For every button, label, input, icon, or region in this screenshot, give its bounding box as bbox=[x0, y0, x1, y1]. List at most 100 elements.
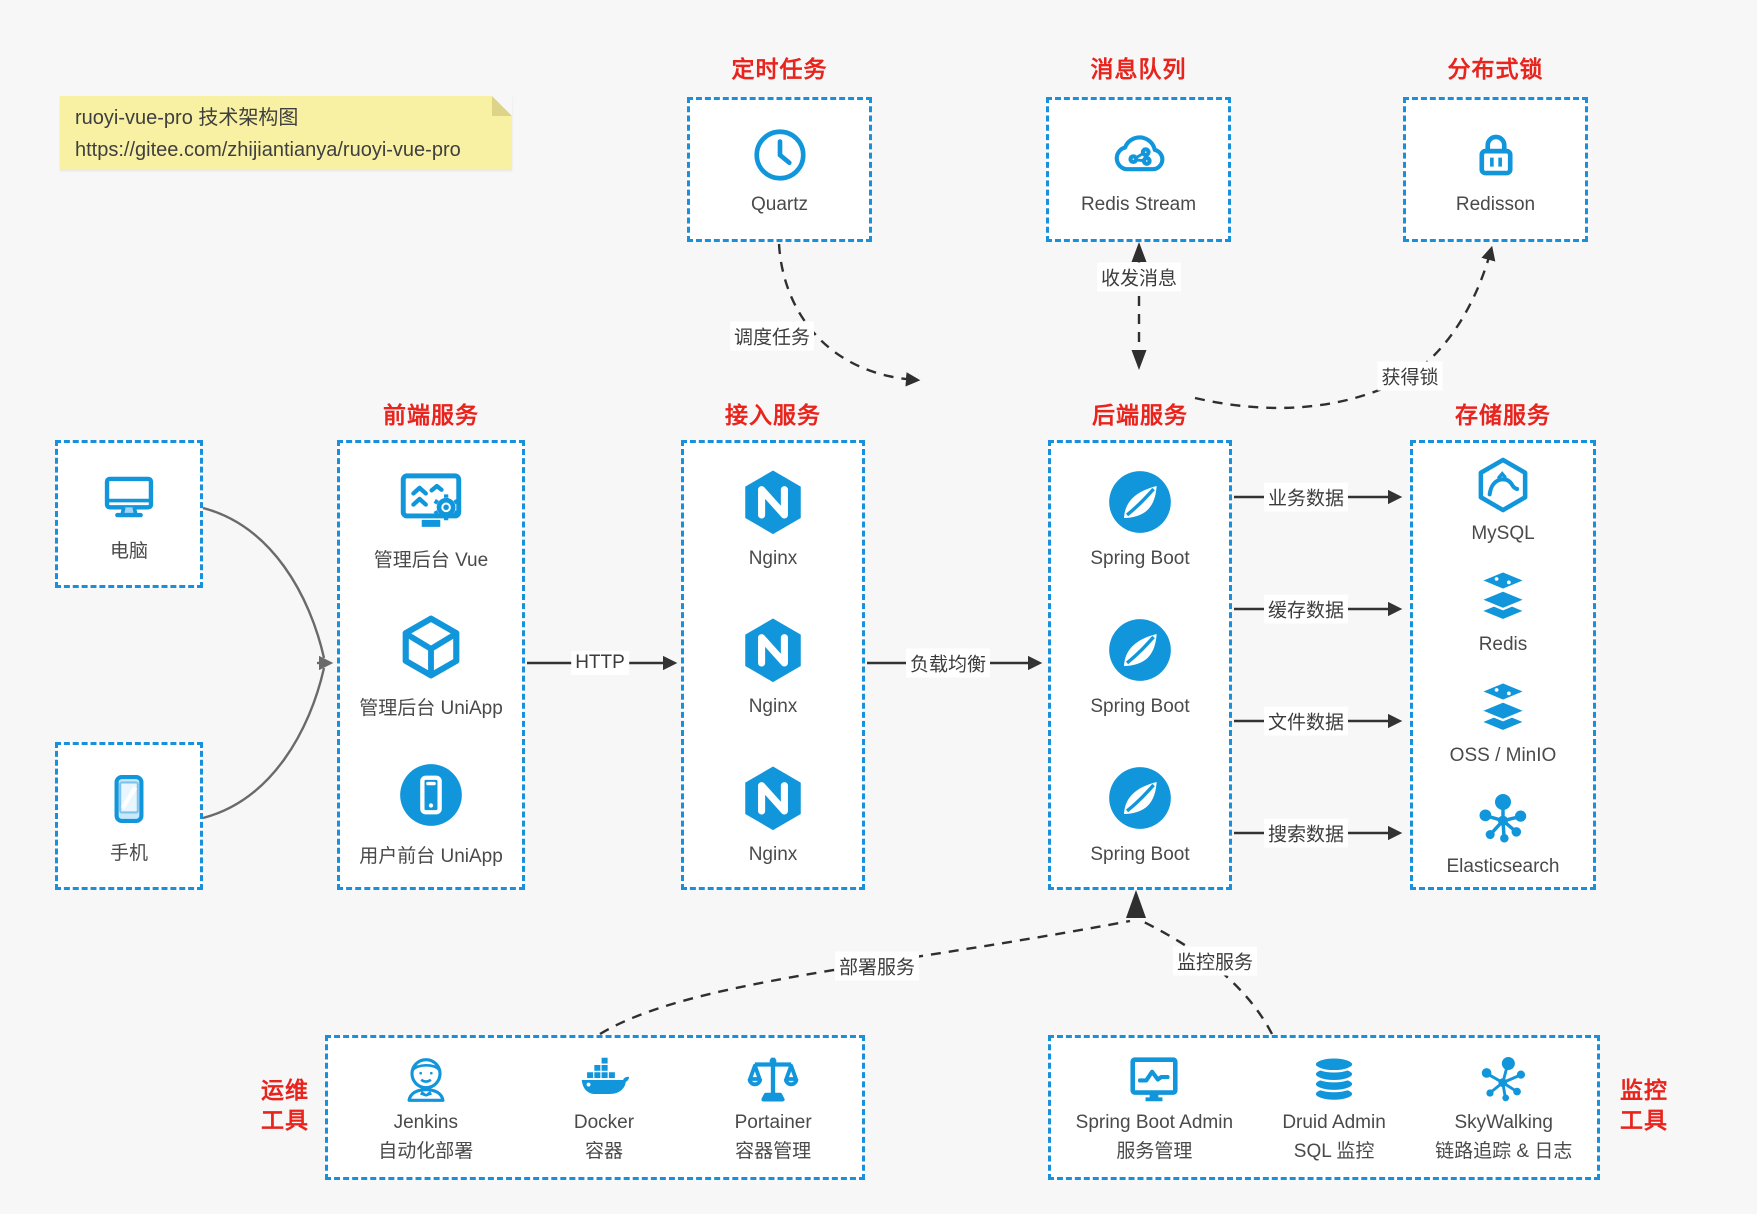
monitor-item-skywalking: SkyWalking 链路追踪 & 日志 bbox=[1435, 1050, 1572, 1164]
ops-item-portainer: Portainer 容器管理 bbox=[735, 1050, 812, 1164]
desktop-label: 电脑 bbox=[109, 540, 148, 562]
edge-file-data-label: 文件数据 bbox=[1263, 706, 1349, 736]
ops-tools-line2: 工具 bbox=[261, 1106, 309, 1133]
redisson-label: Redisson bbox=[1455, 193, 1536, 215]
title-access-services: 接入服务 bbox=[725, 402, 821, 428]
title-frontend-services: 前端服务 bbox=[383, 402, 479, 428]
mysql-label: MySQL bbox=[1471, 522, 1535, 544]
box-storage-services: MySQL Redis OSS / MinIO bbox=[1410, 440, 1596, 890]
access-item-nginx-1: Nginx bbox=[736, 465, 810, 570]
client-arrows bbox=[202, 506, 334, 820]
skywalking-icon bbox=[1481, 1057, 1525, 1102]
nginx-icon bbox=[745, 766, 801, 830]
spring-boot-admin-icon bbox=[1130, 1057, 1178, 1102]
monitor-item-sba: Spring Boot Admin 服务管理 bbox=[1076, 1050, 1233, 1164]
redis-stream-label: Redis Stream bbox=[1080, 193, 1197, 215]
box-distributed-lock: Redisson bbox=[1403, 97, 1588, 242]
spring-boot-icon bbox=[1109, 470, 1171, 533]
note-url: https://gitee.com/zhijiantianya/ruoyi-vu… bbox=[75, 139, 461, 162]
docker-icon bbox=[581, 1058, 630, 1095]
elasticsearch-icon bbox=[1479, 793, 1527, 843]
admin-vue-label: 管理后台 Vue bbox=[373, 550, 489, 571]
portainer-desc: 容器管理 bbox=[735, 1140, 812, 1162]
ops-item-docker: Docker 容器 bbox=[574, 1050, 634, 1164]
edge-message-label: 收发消息 bbox=[1096, 262, 1182, 292]
nginx-label: Nginx bbox=[748, 843, 798, 865]
edge-business-data-label: 业务数据 bbox=[1263, 482, 1349, 512]
backend-item-spring-3: Spring Boot bbox=[1090, 761, 1190, 866]
edge-cache-data-label: 缓存数据 bbox=[1263, 594, 1349, 624]
spring-boot-icon bbox=[1109, 766, 1171, 829]
frontend-item-admin-vue: 管理后台 Vue bbox=[374, 462, 488, 572]
storage-item-mysql: MySQL bbox=[1471, 453, 1535, 545]
edge-search-data-label: 搜索数据 bbox=[1263, 818, 1349, 848]
nginx-icon bbox=[745, 470, 801, 534]
mysql-icon bbox=[1478, 457, 1528, 512]
title-ops-tools: 运维 工具 bbox=[247, 1076, 323, 1136]
edge-schedule-label: 调度任务 bbox=[729, 321, 815, 351]
oss-minio-label: OSS / MinIO bbox=[1449, 744, 1557, 766]
mobile-app-icon bbox=[400, 764, 462, 826]
monitor-item-druid: Druid Admin SQL 监控 bbox=[1282, 1050, 1386, 1164]
admin-vue-icon bbox=[400, 473, 462, 527]
title-scheduled-tasks: 定时任务 bbox=[731, 56, 828, 82]
redis-label: Redis bbox=[1478, 633, 1528, 655]
user-uniapp-label: 用户前台 UniApp bbox=[359, 846, 503, 867]
backend-item-spring-1: Spring Boot bbox=[1090, 465, 1190, 570]
title-storage-services: 存储服务 bbox=[1455, 402, 1551, 428]
ops-tools-line1: 运维 bbox=[261, 1077, 309, 1103]
box-frontend-services: 管理后台 Vue 管理后台 UniApp 用户前台 UniApp bbox=[337, 440, 525, 890]
storage-item-redis: Redis bbox=[1471, 564, 1535, 656]
edge-monitor-line bbox=[1141, 919, 1274, 1035]
box-access-services: Nginx Nginx Nginx bbox=[681, 440, 865, 890]
docker-name: Docker bbox=[573, 1112, 635, 1134]
spring-boot-label: Spring Boot bbox=[1090, 547, 1190, 569]
message-down-arrowhead bbox=[1131, 350, 1147, 370]
sticky-note: ruoyi-vue-pro 技术架构图 https://gitee.com/zh… bbox=[60, 96, 512, 170]
edge-load-balance-label: 负载均衡 bbox=[905, 648, 991, 678]
docker-desc: 容器 bbox=[584, 1140, 623, 1162]
nginx-label: Nginx bbox=[748, 547, 798, 569]
edge-schedule-line bbox=[777, 243, 921, 387]
skywalking-name: SkyWalking bbox=[1454, 1112, 1553, 1134]
message-up-arrowhead bbox=[1131, 242, 1147, 262]
box-scheduled-tasks: Quartz bbox=[687, 97, 872, 242]
box-phone-client: 手机 bbox=[55, 742, 203, 890]
storage-item-elasticsearch: Elasticsearch bbox=[1447, 786, 1560, 878]
edge-lock-label: 获得锁 bbox=[1377, 361, 1443, 391]
edge-monitor-label: 监控服务 bbox=[1172, 946, 1258, 976]
frontend-item-admin-uniapp: 管理后台 UniApp bbox=[359, 610, 503, 720]
desktop-icon bbox=[104, 476, 154, 517]
sba-desc: 服务管理 bbox=[1116, 1140, 1193, 1162]
redis-icon bbox=[1477, 569, 1529, 622]
ops-item-jenkins: Jenkins 自动化部署 bbox=[378, 1050, 473, 1164]
title-distributed-lock: 分布式锁 bbox=[1447, 56, 1544, 82]
edge-lock-line bbox=[1194, 245, 1496, 410]
spring-boot-label: Spring Boot bbox=[1090, 843, 1190, 865]
box-monitor-tools: Spring Boot Admin 服务管理 Druid Admin SQL 监… bbox=[1048, 1035, 1600, 1180]
monitor-tools-line2: 工具 bbox=[1620, 1106, 1668, 1133]
box-ops-tools: Jenkins 自动化部署 Docker 容器 Portainer 容器管理 bbox=[325, 1035, 865, 1180]
access-item-nginx-2: Nginx bbox=[736, 613, 810, 718]
nginx-label: Nginx bbox=[748, 695, 798, 717]
clock-icon bbox=[753, 128, 806, 181]
spring-boot-icon bbox=[1109, 618, 1171, 681]
nginx-icon bbox=[745, 618, 801, 682]
admin-uniapp-label: 管理后台 UniApp bbox=[359, 698, 503, 719]
quartz-label: Quartz bbox=[750, 193, 809, 215]
title-message-queue: 消息队列 bbox=[1090, 56, 1187, 82]
portainer-name: Portainer bbox=[734, 1112, 812, 1134]
lock-icon bbox=[1478, 134, 1513, 175]
title-backend-services: 后端服务 bbox=[1092, 402, 1188, 428]
edge-phone-line bbox=[202, 667, 326, 820]
smartphone-icon bbox=[114, 774, 144, 823]
jenkins-name: Jenkins bbox=[393, 1112, 458, 1134]
skywalking-desc: 链路追踪 & 日志 bbox=[1435, 1140, 1573, 1162]
deploy-monitor-arrowhead bbox=[1126, 890, 1146, 918]
jenkins-desc: 自动化部署 bbox=[378, 1140, 474, 1162]
title-monitor-tools: 监控 工具 bbox=[1606, 1076, 1682, 1136]
druid-name: Druid Admin bbox=[1282, 1112, 1386, 1134]
cloud-network-icon bbox=[1114, 134, 1164, 171]
access-item-nginx-3: Nginx bbox=[736, 761, 810, 866]
druid-icon bbox=[1313, 1056, 1355, 1103]
